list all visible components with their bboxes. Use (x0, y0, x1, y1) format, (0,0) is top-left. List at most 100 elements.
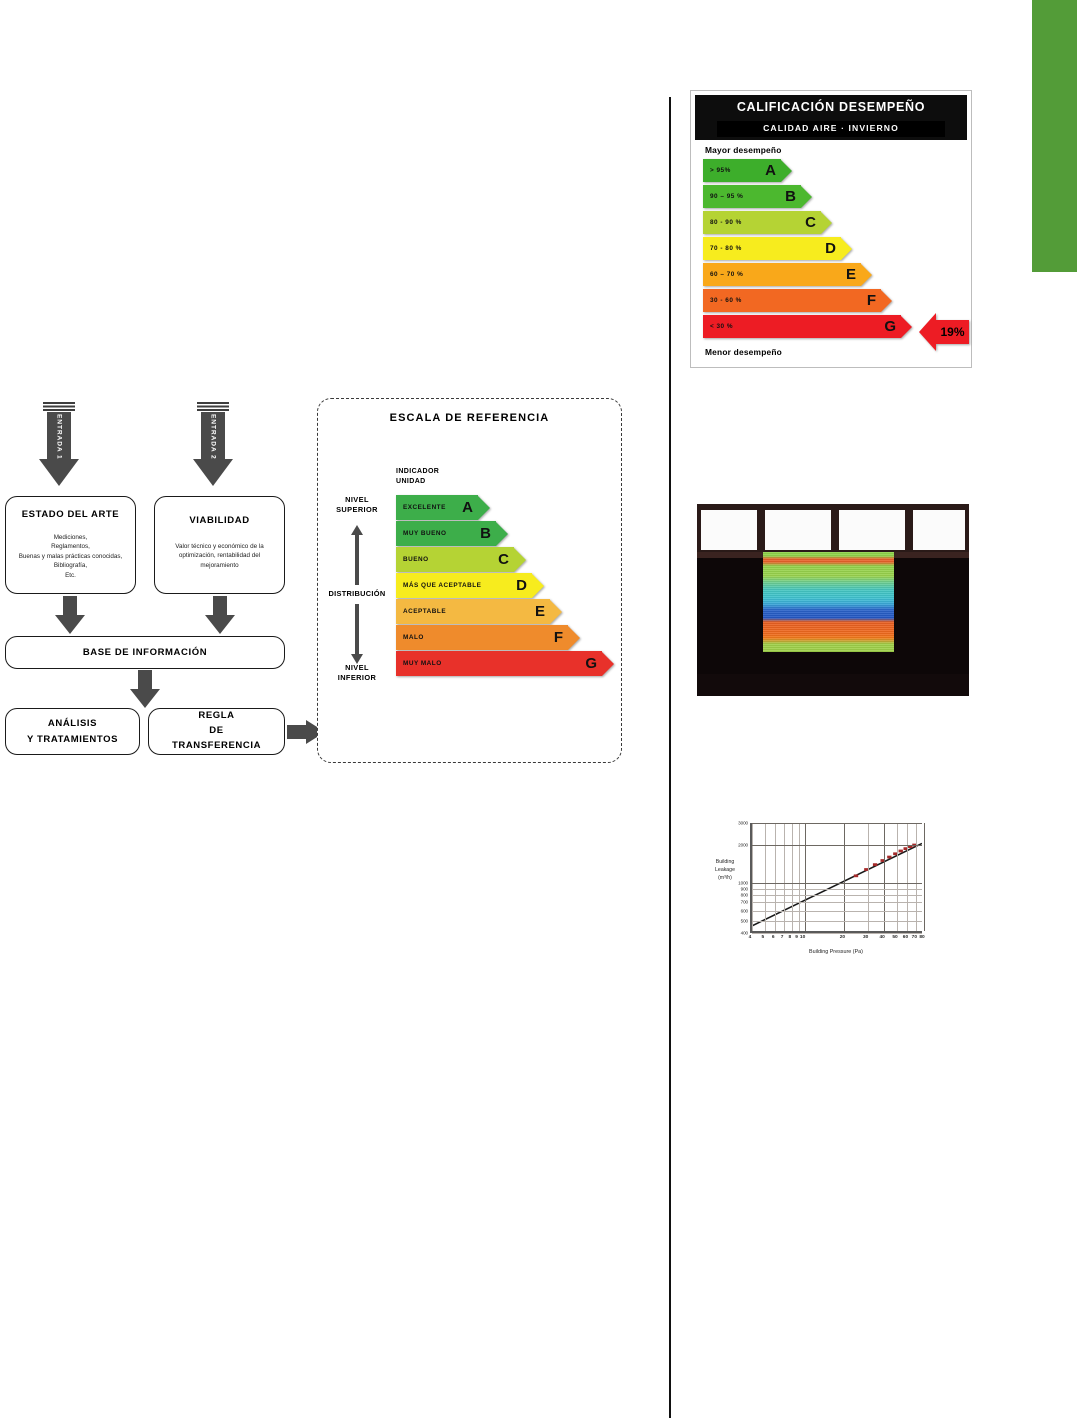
bar-arrow-tip (821, 211, 832, 234)
chart-data-point (872, 863, 878, 866)
rating-card-subtitle-band: CALIDAD AIRE · INVIERNO (717, 121, 945, 137)
bar-range-label: > 95% (710, 167, 731, 174)
chart-x-tick-label: 20 (839, 935, 846, 940)
arrow-shaft (355, 534, 359, 585)
chart-gridline-v (867, 823, 869, 931)
window-pane (701, 510, 757, 550)
box-title: ESTADO DEL ARTE (21, 509, 120, 520)
bar-body: MÁS QUE ACEPTABLE D (396, 573, 532, 598)
mayor-desempeno-label: Mayor desempeño (705, 145, 782, 155)
chart-x-tick-label: 40 (879, 935, 885, 940)
arrow-shaft (47, 412, 71, 460)
chart-gridline-h (752, 882, 922, 884)
box-title: REGLA DE TRANSFERENCIA (171, 710, 262, 751)
chart-x-tick-label: 5 (761, 935, 765, 940)
box-title: VIABILIDAD (189, 515, 250, 526)
rating-band-a: > 95% A (703, 159, 793, 182)
menor-desempeno-label: Menor desempeño (705, 347, 782, 357)
arrow-cap (43, 402, 75, 411)
rating-band-c: 80 - 90 %C (703, 211, 833, 234)
arrow-base-to-analisis (130, 670, 160, 708)
bar-arrow-tip (532, 573, 544, 598)
arrow-down-icon (351, 604, 363, 664)
rating-band-b: 90 – 95 %B (703, 185, 813, 208)
chart-gridline-h (752, 933, 922, 934)
marker-arrow-head (919, 313, 936, 351)
bar-letter: F (866, 292, 876, 309)
bar-arrow-tip (514, 547, 526, 572)
chart-gridline-h (752, 845, 922, 847)
chart-data-point (898, 849, 903, 853)
bar-letter: A (462, 499, 473, 516)
chart-x-tick-label: 6 (771, 935, 775, 940)
chart-y-tick-label: 500 (740, 918, 748, 924)
bar-arrow-tip (881, 289, 892, 312)
nivel-superior-label: NIVEL SUPERIOR (336, 495, 378, 515)
window-pane (765, 510, 865, 550)
bar-range-label: < 30 % (710, 323, 734, 330)
bar-range-label: BUENO (403, 556, 429, 563)
bar-body: 70 - 80 %D (703, 237, 841, 260)
unidad-label: UNIDAD (396, 478, 426, 486)
thermogram-overlay (763, 552, 894, 652)
arrow-head (205, 615, 235, 634)
bar-body: MUY BUENO B (396, 521, 496, 546)
arrow-shaft (201, 412, 225, 460)
chart-gridline-v (844, 823, 846, 931)
bar-letter: A (765, 162, 776, 179)
page-edge-tab (1032, 0, 1077, 272)
bar-range-label: MÁS QUE ACEPTABLE (403, 582, 482, 589)
rating-band-e: 60 – 70 %E (703, 263, 873, 286)
bar-letter: B (480, 525, 491, 542)
chart-y-tick-label: 600 (740, 908, 748, 914)
chart-data-point (912, 843, 917, 847)
chart-gridline-h (752, 895, 922, 897)
chart-y-tick-label: 900 (740, 886, 748, 892)
arrow-head (193, 459, 233, 486)
arrow-head (39, 459, 79, 486)
chart-data-point (853, 874, 859, 878)
chart-gridline-h (752, 920, 922, 922)
arrow-shaft (213, 596, 227, 616)
chart-y-axis-label: Building Leakage (m³/h) (715, 859, 735, 881)
bar-letter: G (884, 318, 896, 335)
box-title: BASE DE INFORMACIÓN (82, 647, 208, 658)
arrow-up-icon (351, 525, 363, 585)
bar-arrow-tip (841, 237, 852, 260)
bar-body: < 30 % G (703, 315, 901, 338)
bar-arrow-tip (568, 625, 580, 650)
score-marker: 19% (919, 313, 969, 351)
chart-x-tick-label: 60 (902, 935, 909, 940)
chart-gridline-v (752, 823, 753, 931)
chart-x-tick-label: 80 (919, 935, 925, 940)
entrada-2-label: ENTRADA 2 (209, 414, 217, 460)
bar-range-label: MUY BUENO (403, 530, 447, 537)
thermogram-noise (763, 552, 894, 652)
chart-x-tick-label: 7 (780, 935, 784, 940)
box-body: Valor técnico y económico de la optimiza… (175, 543, 264, 569)
score-value: 19% (940, 325, 965, 339)
chart-gridline-h (752, 902, 922, 904)
bar-range-label: 60 – 70 % (710, 271, 744, 278)
rating-card-title: CALIFICACIÓN DESEMPEÑO (736, 100, 926, 114)
entrada-2-arrow: ENTRADA 2 (190, 402, 236, 494)
rating-card-subtitle: CALIDAD AIRE · INVIERNO (763, 123, 899, 133)
bar-range-label: MUY MALO (403, 660, 442, 667)
bar-arrow-tip (602, 651, 614, 676)
bar-letter: D (516, 577, 527, 594)
flow-diagram: ENTRADA 1 ENTRADA 2 ESTADO DEL ARTE Medi… (0, 398, 325, 763)
arrow-shaft (138, 670, 152, 690)
chart-data-point (887, 855, 892, 859)
marker-body: 19% (936, 320, 969, 344)
chart-gridline-h (752, 910, 922, 912)
bar-body: > 95% A (703, 159, 781, 182)
bar-range-label: ACEPTABLE (403, 608, 447, 615)
